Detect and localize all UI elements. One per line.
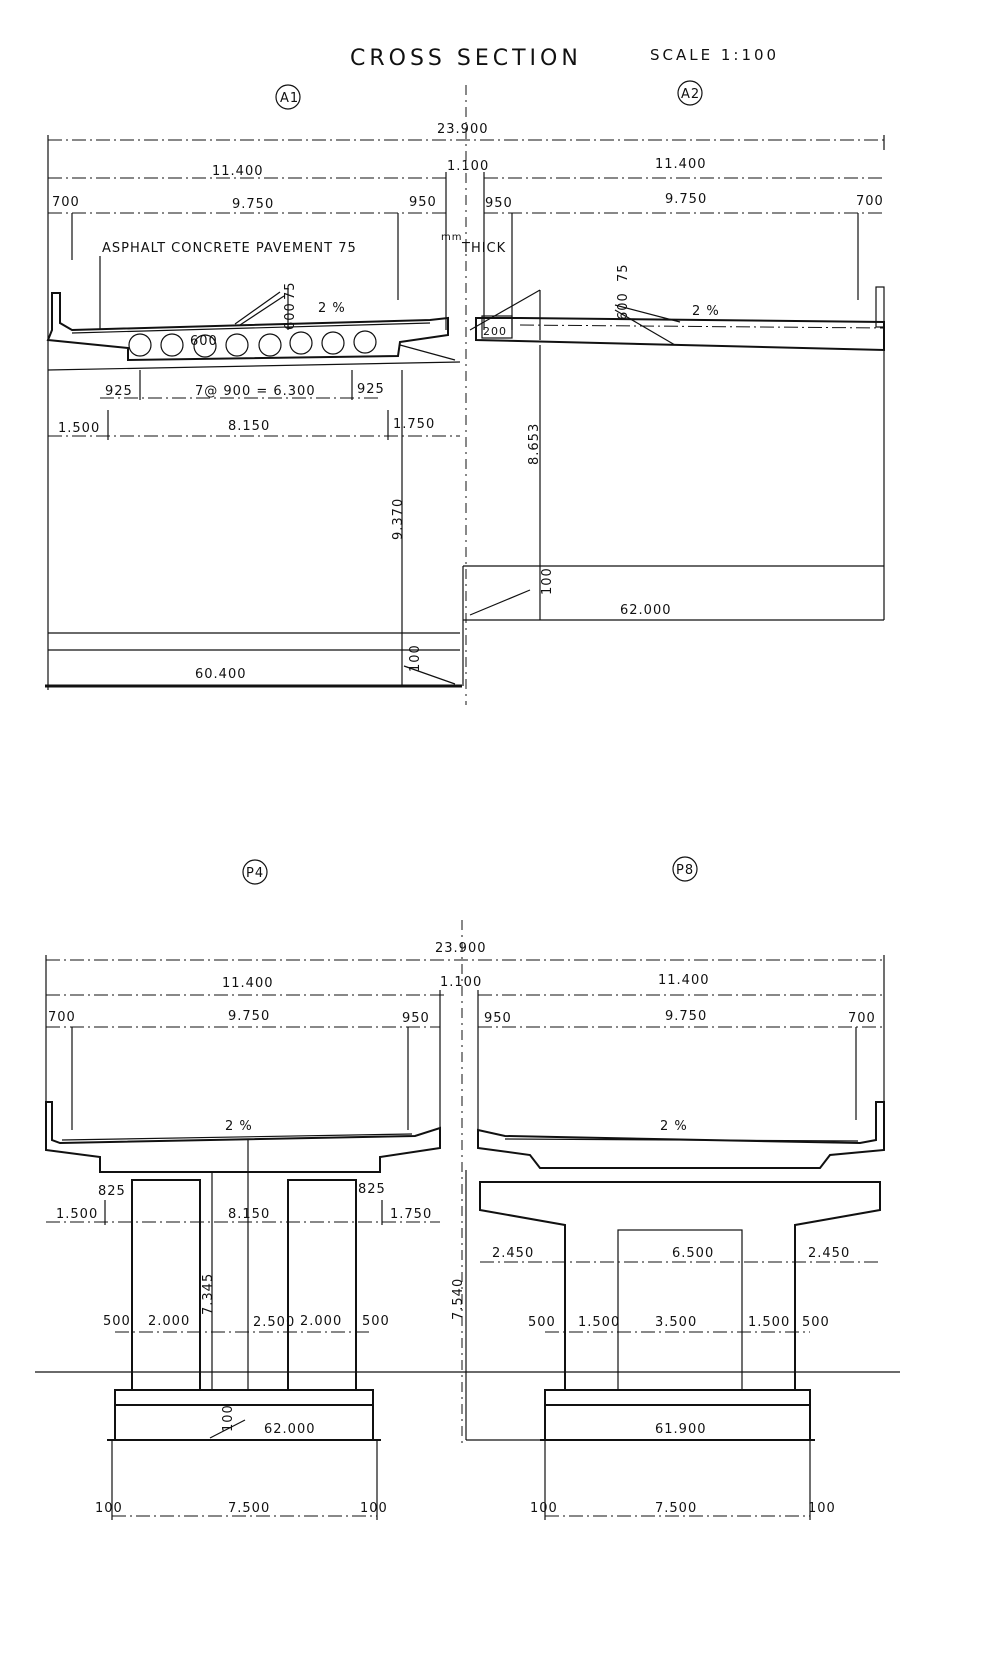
svg-text:7@ 900 = 6.300: 7@ 900 = 6.300 <box>195 384 316 399</box>
svg-text:100: 100 <box>360 1501 388 1516</box>
svg-text:2.000: 2.000 <box>300 1314 342 1329</box>
svg-text:600: 600 <box>283 302 298 330</box>
svg-text:2.450: 2.450 <box>492 1246 534 1261</box>
pavement-note: ASPHALT CONCRETE PAVEMENT 75 <box>102 241 357 256</box>
svg-text:600: 600 <box>190 334 218 349</box>
svg-text:11.400: 11.400 <box>658 973 710 988</box>
svg-text:925: 925 <box>357 382 385 397</box>
bottom-dimensions: 23.900 11.400 1.100 11.400 700 9.750 950… <box>45 941 885 1130</box>
svg-text:62.000: 62.000 <box>620 603 672 618</box>
svg-text:1.500: 1.500 <box>578 1315 620 1330</box>
svg-text:100: 100 <box>540 567 555 595</box>
marker-a2: A2 <box>677 80 703 106</box>
svg-text:2.450: 2.450 <box>808 1246 850 1261</box>
svg-text:950: 950 <box>484 1011 512 1026</box>
svg-text:825: 825 <box>98 1184 126 1199</box>
svg-text:9.750: 9.750 <box>665 1009 707 1024</box>
svg-text:100: 100 <box>808 1501 836 1516</box>
svg-text:75: 75 <box>616 263 631 282</box>
svg-text:A1: A1 <box>280 91 299 106</box>
svg-text:9.370: 9.370 <box>391 498 406 540</box>
svg-text:8.653: 8.653 <box>527 423 542 465</box>
svg-text:1.500: 1.500 <box>56 1207 98 1222</box>
svg-text:200: 200 <box>483 325 507 338</box>
pier-p8: 2 % 2.450 6.500 2.450 7.540 500 1.500 3.… <box>451 1101 885 1520</box>
svg-text:8.150: 8.150 <box>228 419 270 434</box>
svg-text:75: 75 <box>283 281 298 300</box>
svg-text:9.750: 9.750 <box>228 1009 270 1024</box>
svg-text:1.100: 1.100 <box>440 975 482 990</box>
drawing-title: CROSS SECTION <box>350 46 582 71</box>
svg-text:100: 100 <box>408 644 423 672</box>
svg-text:62.000: 62.000 <box>264 1422 316 1437</box>
svg-text:2 %: 2 % <box>660 1119 688 1134</box>
svg-text:500: 500 <box>362 1314 390 1329</box>
svg-text:3.500: 3.500 <box>655 1315 697 1330</box>
svg-text:100: 100 <box>530 1501 558 1516</box>
svg-text:2 %: 2 % <box>225 1119 253 1134</box>
svg-text:700: 700 <box>52 195 80 210</box>
svg-text:700: 700 <box>848 1011 876 1026</box>
svg-text:61.900: 61.900 <box>655 1422 707 1437</box>
svg-text:11.400: 11.400 <box>222 976 274 991</box>
svg-text:23.900: 23.900 <box>437 122 489 137</box>
drawing-scale: SCALE 1:100 <box>650 46 779 64</box>
svg-text:950: 950 <box>485 196 513 211</box>
pier-p4: 2 % 825 8.150 825 1.500 1.750 7.345 500 … <box>45 1101 441 1520</box>
svg-text:1.500: 1.500 <box>748 1315 790 1330</box>
svg-text:500: 500 <box>103 1314 131 1329</box>
svg-text:500: 500 <box>802 1315 830 1330</box>
top-dimensions: 23.900 11.400 1.100 11.400 700 9.750 950… <box>47 122 885 690</box>
svg-text:9.750: 9.750 <box>665 192 707 207</box>
svg-text:1.500: 1.500 <box>58 421 100 436</box>
svg-text:500: 500 <box>528 1315 556 1330</box>
svg-text:100: 100 <box>221 1404 236 1432</box>
svg-text:950: 950 <box>409 195 437 210</box>
svg-text:1.750: 1.750 <box>393 417 435 432</box>
svg-text:700: 700 <box>48 1010 76 1025</box>
svg-text:THICK: THICK <box>461 241 506 256</box>
svg-text:7.500: 7.500 <box>228 1501 270 1516</box>
svg-text:950: 950 <box>402 1011 430 1026</box>
svg-text:1.100: 1.100 <box>447 159 489 174</box>
svg-text:2 %: 2 % <box>692 304 720 319</box>
svg-text:8.150: 8.150 <box>228 1207 270 1222</box>
svg-text:23.900: 23.900 <box>435 941 487 956</box>
svg-text:mm: mm <box>441 232 462 243</box>
svg-text:9.750: 9.750 <box>232 197 274 212</box>
svg-text:11.400: 11.400 <box>655 157 707 172</box>
svg-text:6.500: 6.500 <box>672 1246 714 1261</box>
svg-text:2.000: 2.000 <box>148 1314 190 1329</box>
svg-text:600: 600 <box>616 292 631 320</box>
svg-text:P8: P8 <box>676 863 694 878</box>
svg-text:60.400: 60.400 <box>195 667 247 682</box>
svg-text:2.500: 2.500 <box>253 1315 295 1330</box>
svg-text:A2: A2 <box>681 87 700 102</box>
svg-text:2 %: 2 % <box>318 301 346 316</box>
svg-text:825: 825 <box>358 1182 386 1197</box>
deck-a2: 200 600 75 2 % 8.653 100 62.000 <box>462 263 885 686</box>
svg-text:100: 100 <box>95 1501 123 1516</box>
svg-text:700: 700 <box>856 194 884 209</box>
marker-p4: P4 <box>242 859 268 885</box>
svg-text:1.750: 1.750 <box>390 1207 432 1222</box>
svg-text:7.500: 7.500 <box>655 1501 697 1516</box>
svg-text:925: 925 <box>105 384 133 399</box>
deck-a1: 75 600 600 2 % <box>46 281 461 371</box>
marker-p8: P8 <box>672 856 698 882</box>
svg-text:P4: P4 <box>246 866 264 881</box>
marker-a1: A1 <box>275 84 301 110</box>
top-left-lower-dims: 925 7@ 900 = 6.300 925 1.500 8.150 1.750… <box>45 370 462 688</box>
svg-text:7.540: 7.540 <box>451 1278 466 1320</box>
svg-text:7.345: 7.345 <box>201 1273 216 1315</box>
svg-text:11.400: 11.400 <box>212 164 264 179</box>
